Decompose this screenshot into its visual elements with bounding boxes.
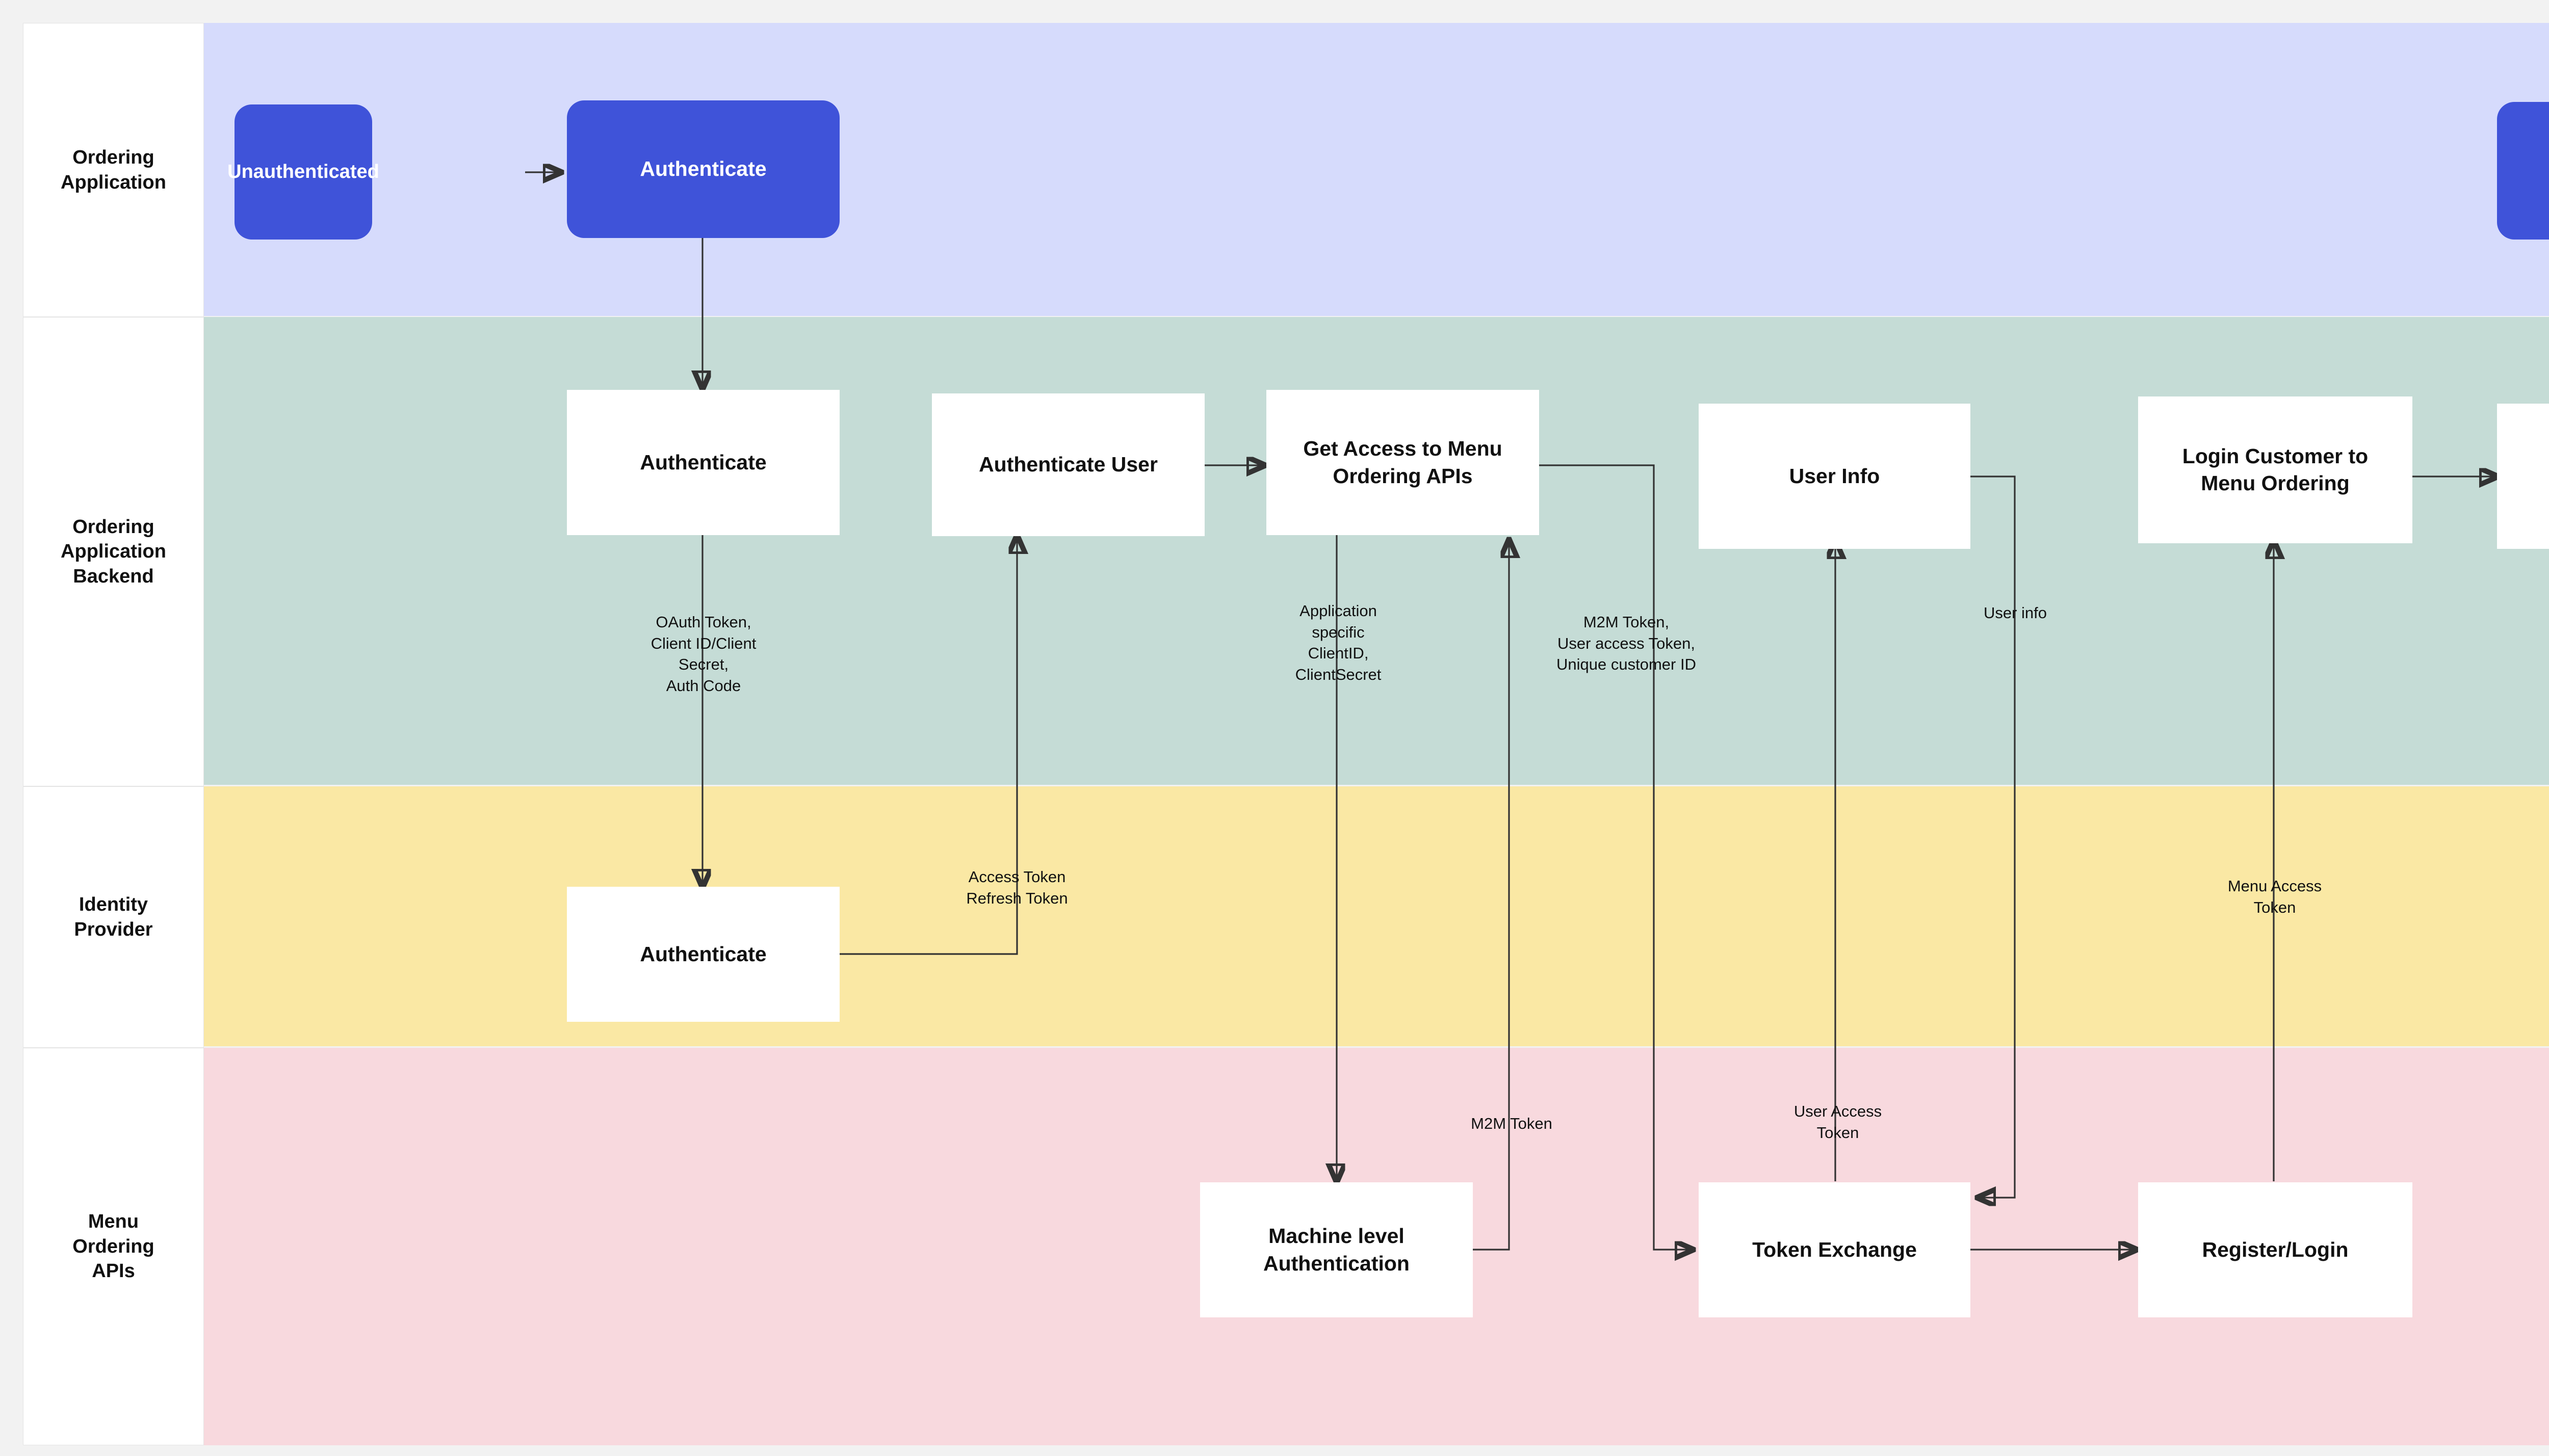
node-customer-authenticated-backend[interactable]: Customer Authenticated xyxy=(2497,404,2549,549)
node-authenticate-backend[interactable]: Authenticate xyxy=(567,390,840,535)
edge-label-application-specific-client: Application specific ClientID, ClientSec… xyxy=(1295,602,1382,683)
node-login-customer-menu-ordering[interactable]: Login Customer to Menu Ordering xyxy=(2138,396,2412,543)
node-authenticate-idp[interactable]: Authenticate xyxy=(567,887,840,1022)
node-user-info[interactable]: User Info xyxy=(1699,404,1970,549)
node-token-exchange[interactable]: Token Exchange xyxy=(1699,1182,1970,1317)
lane-label-menu-ordering-apis: Menu Ordering APIs xyxy=(23,1048,204,1445)
node-machine-level-authentication[interactable]: Machine level Authentication xyxy=(1200,1182,1473,1317)
node-authenticate-app[interactable]: Authenticate xyxy=(567,100,840,238)
edge-label-oauth-token: OAuth Token, Client ID/Client Secret, Au… xyxy=(651,613,757,695)
lane-label-ordering-application-backend: Ordering Application Backend xyxy=(23,317,204,786)
lane-label-identity-provider: Identity Provider xyxy=(23,786,204,1048)
node-customer-authenticated-app[interactable]: Customer Authenticated xyxy=(2497,102,2549,240)
edge-label-m2m-user-unique: M2M Token, User access Token, Unique cus… xyxy=(1556,613,1696,674)
edge-label-access-refresh-token: Access Token Refresh Token xyxy=(966,868,1068,907)
node-unauthenticated[interactable]: Unauthenticated xyxy=(227,104,379,240)
lane-band-ordering-application-backend xyxy=(204,317,2549,785)
edge-label-user-info: User info xyxy=(1983,604,2047,622)
lane-band-ordering-application xyxy=(204,23,2549,316)
node-get-access-menu-apis[interactable]: Get Access to Menu Ordering APIs xyxy=(1266,390,1539,535)
lane-label-ordering-application: Ordering Application xyxy=(23,23,204,317)
edge-label-user-access-token: User Access Token xyxy=(1793,1102,1882,1142)
node-register-login[interactable]: Register/Login xyxy=(2138,1182,2412,1317)
node-authenticate-user[interactable]: Authenticate User xyxy=(932,393,1205,536)
edge-label-menu-access-token: Menu Access Token xyxy=(2227,877,2322,916)
edge-label-m2m-token: M2M Token xyxy=(1471,1115,1552,1132)
